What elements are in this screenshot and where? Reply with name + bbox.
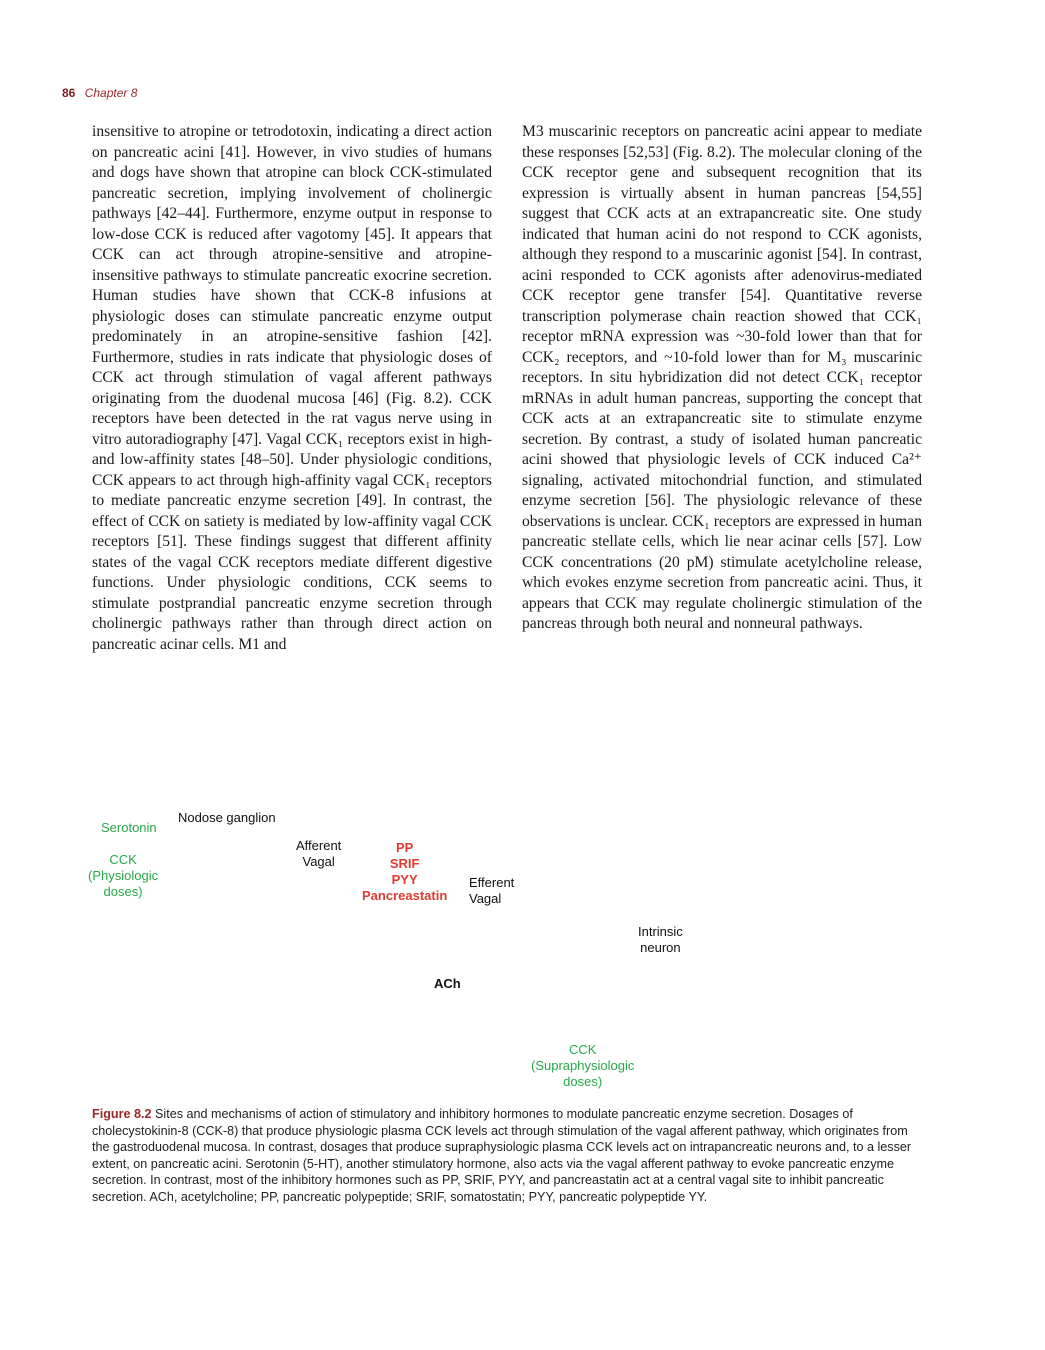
ach-label: ACh (434, 976, 461, 991)
serotonin-label: Serotonin (101, 820, 157, 835)
caption-label: Figure 8.2 (92, 1107, 152, 1121)
inhibitory-hormones-label: PP SRIF PYY Pancreastatin (362, 840, 448, 903)
page-number: 86 (62, 86, 76, 100)
chapter-label: Chapter 8 (84, 86, 138, 100)
running-header: 86 Chapter 8 (62, 86, 137, 100)
figure-8-2: Serotonin Nodose ganglion Afferent Vagal… (0, 780, 1045, 1100)
afferent-vagal-label: Afferent Vagal (296, 838, 342, 869)
cck-physiologic-label: CCK (Physiologic doses) (88, 852, 159, 899)
column-right-text: M3 muscarinic receptors on pancreatic ac… (522, 123, 922, 632)
efferent-vagal-label: Efferent Vagal (469, 875, 515, 906)
nodose-ganglion-label: Nodose ganglion (178, 810, 276, 825)
figure-caption: Figure 8.2 Sites and mechanisms of actio… (92, 1106, 927, 1205)
text-column-left: insensitive to atropine or tetrodotoxin,… (92, 122, 492, 655)
caption-text: Sites and mechanisms of action of stimul… (92, 1107, 912, 1204)
text-column-right: M3 muscarinic receptors on pancreatic ac… (522, 122, 922, 635)
column-left-text: insensitive to atropine or tetrodotoxin,… (92, 123, 492, 653)
intrinsic-neuron-label: Intrinsic neuron (638, 924, 683, 955)
cck-supraphysiologic-label: CCK (Supraphysiologic doses) (531, 1042, 635, 1089)
